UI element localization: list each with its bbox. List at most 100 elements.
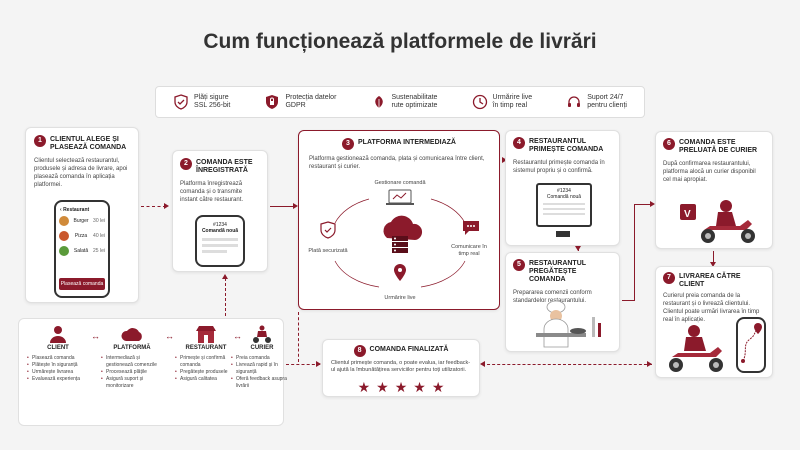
tablet-order: #1234 Comandă nouă: [536, 183, 592, 227]
chat-icon: [463, 221, 479, 235]
menu-item[interactable]: Salată 25 lei: [59, 246, 105, 256]
step-description: După confirmarea restaurantului, platfor…: [663, 161, 756, 183]
step-description: Restaurantul primește comanda în sistemu…: [513, 160, 605, 174]
connector-1-2: [141, 206, 166, 207]
bidirectional-arrow-icon: ↔: [165, 331, 174, 341]
feature-line2: rute optimizate: [391, 102, 438, 109]
placeholder-line: [543, 213, 585, 215]
step-title: RESTAURANTUL PREGĂTEȘTE COMANDA: [529, 260, 586, 283]
star-icon: ★: [431, 379, 445, 395]
arrow-head: [293, 203, 298, 209]
shield-payment-icon: [320, 221, 336, 239]
step-description: Prepararea comenzii conform standardelor…: [513, 290, 592, 304]
role-item: Preia comanda: [231, 355, 293, 362]
gdpr-shield-icon: [266, 95, 279, 109]
bidirectional-arrow-icon: ↔: [233, 331, 242, 341]
step-number: 3: [342, 138, 354, 150]
headset-icon: [568, 96, 581, 107]
step-title: CLIENTUL ALEGE ȘI PLASEAZĂ COMANDA: [50, 136, 127, 151]
food-icon: [59, 231, 69, 241]
step-title: LIVRAREA CĂTRE CLIENT: [679, 273, 741, 288]
role-platform: PLATFORMĂ Intermediază și gestionează co…: [101, 325, 163, 390]
leaf-icon: [374, 96, 383, 108]
phone-order-registered: #1234 Comandă nouă: [195, 215, 245, 267]
step-description: Platforma gestionează comanda, plata și …: [309, 156, 485, 170]
star-icon: ★: [413, 379, 426, 395]
role-item: Plasează comanda: [27, 355, 89, 362]
clock-icon: [472, 94, 487, 110]
arrow-head: [316, 361, 321, 367]
arrow-head: [647, 361, 652, 367]
role-client: CLIENT Plasează comanda Plătește în sigu…: [27, 325, 89, 383]
order-id: #1234: [213, 222, 227, 228]
step-7-card: 7 LIVRAREA CĂTRE CLIENT Curierul preia co…: [655, 266, 773, 378]
role-item: Primește și confirmă comanda: [175, 355, 237, 369]
step-number: 2: [180, 158, 192, 170]
star-icon: ★: [376, 379, 389, 395]
feature-line1: Plăți sigure: [194, 94, 229, 101]
place-order-button[interactable]: Plasează comanda: [59, 278, 105, 290]
feature-line2: în timp real: [492, 102, 528, 109]
step-title: COMANDA ESTE ÎNREGISTRATĂ: [196, 159, 253, 174]
role-item: Evaluează experiența: [27, 376, 89, 383]
placeholder-line: [543, 208, 585, 210]
step-1-card: 1 CLIENTUL ALEGE ȘI PLASEAZĂ COMANDA Clie…: [25, 127, 139, 303]
restaurant-icon: [196, 326, 216, 343]
step-number: 6: [663, 138, 675, 150]
connector-2-roles: [225, 278, 226, 316]
rating-stars: ★ ★ ★ ★ ★: [331, 380, 471, 394]
svg-text:V: V: [684, 209, 691, 220]
placeholder-line: [202, 250, 227, 253]
role-item: Oferă feedback asupra livrării: [231, 376, 293, 390]
food-icon: [59, 246, 69, 256]
cloud-platform-icon: [121, 328, 142, 341]
cloud-server-icon: [383, 215, 423, 253]
food-icon: [59, 216, 69, 226]
arrow-head: [575, 246, 581, 251]
step-title: RESTAURANTUL PRIMEȘTE COMANDA: [529, 138, 604, 153]
chef-illustration: [536, 300, 601, 348]
step-title: COMANDA FINALIZATĂ: [369, 346, 449, 353]
step-number: 7: [663, 272, 675, 284]
hub-tracking-label: Urmărire live: [384, 295, 416, 301]
connector-2-3: [270, 206, 295, 207]
star-icon: ★: [357, 379, 371, 395]
feature-line1: Suport 24/7: [587, 94, 624, 101]
step-description: Clientul selectează restaurantul, produs…: [34, 158, 128, 188]
client-icon: [50, 326, 66, 343]
phone-tracking-map: [736, 317, 766, 373]
role-item: Intermediază și gestionează comenzile: [101, 355, 163, 369]
step-number: 5: [513, 259, 525, 271]
role-item: Pregătește produsele: [175, 369, 237, 376]
hub-payment-label: Plată securizată: [308, 248, 348, 254]
arrow-head: [710, 262, 716, 267]
role-item: Asigură suport și monitorizare: [101, 376, 163, 390]
role-item: Urmărește livrarea: [27, 369, 89, 376]
placeholder-line: [543, 203, 585, 205]
menu-item[interactable]: Burger 30 lei: [59, 216, 105, 226]
connector-hub-8: [298, 312, 299, 362]
role-item: Asigură calitatea: [175, 376, 237, 383]
arrow-head: [502, 157, 507, 163]
step-5-card: 5 RESTAURANTUL PREGĂTEȘTE COMANDA Prepara…: [505, 252, 620, 352]
arrow-head: [222, 274, 228, 279]
step-description: Platforma înregistrează comanda și o tra…: [180, 181, 244, 203]
step-number: 8: [353, 345, 366, 357]
star-icon: ★: [394, 379, 408, 395]
connector-7-8: [482, 364, 652, 365]
connector-roles-8: [286, 364, 320, 365]
menu-item[interactable]: Pizza 40 lei: [59, 231, 105, 241]
order-label: Comandă nouă: [546, 194, 582, 200]
shield-check-icon: [174, 94, 188, 110]
step-number: 1: [34, 135, 46, 147]
phone-order-app: ‹ Restaurant Burger 30 lei Pizza 40 lei …: [54, 200, 110, 298]
step-description: Curierul preia comanda de la restaurant …: [663, 293, 760, 323]
